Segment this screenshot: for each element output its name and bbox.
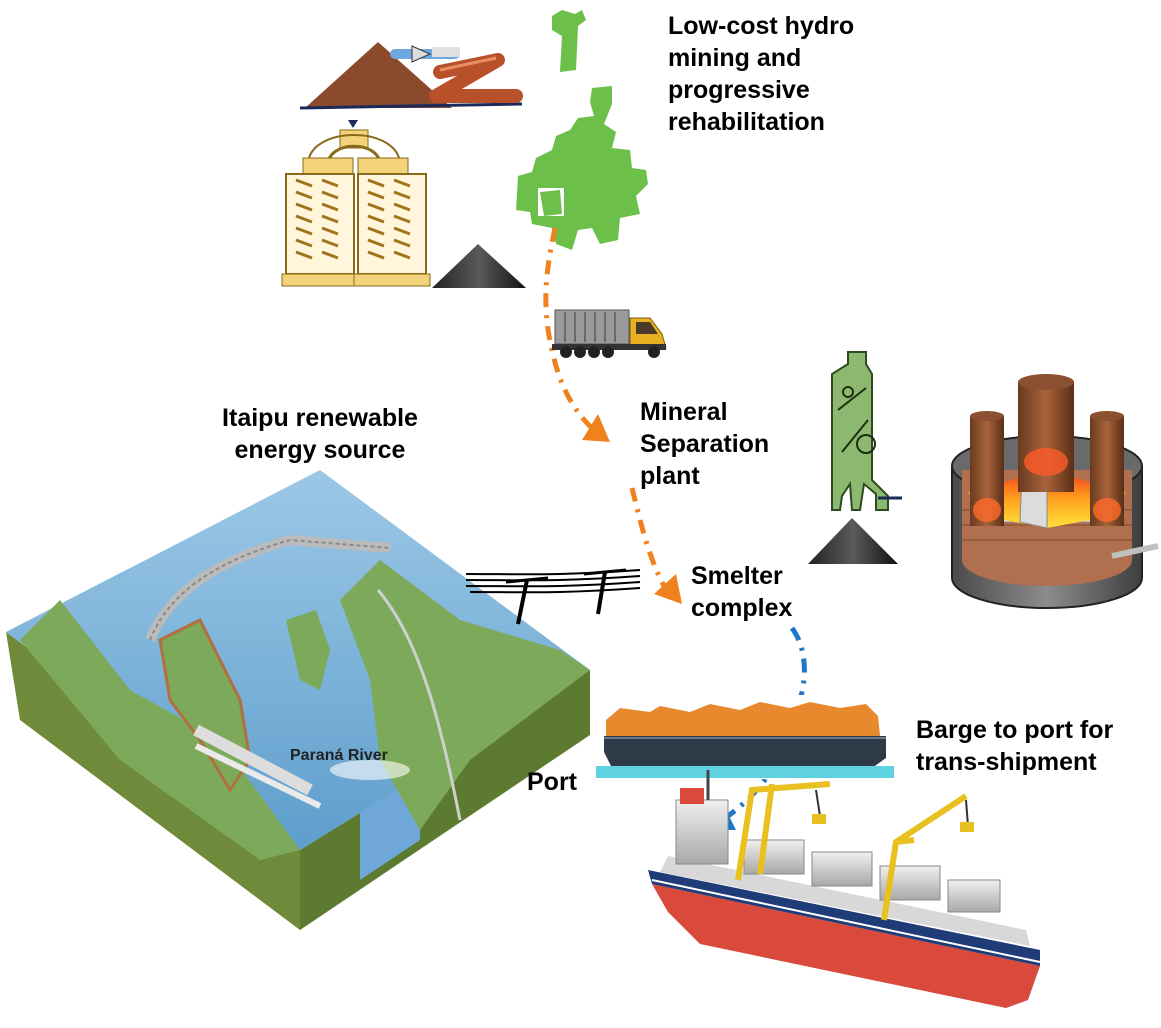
haul-truck-icon <box>552 309 667 358</box>
barge-label: Barge to port for trans-shipment <box>916 716 1114 776</box>
concentrate-pile-icon <box>432 244 526 288</box>
flow-arrow-to-separation <box>543 227 594 430</box>
separator-tower-icon <box>808 351 902 564</box>
flow-arrow-to-smelter <box>629 487 667 588</box>
bulk-carrier-ship-icon <box>648 770 1041 1008</box>
flow-arrowhead-smelter <box>654 574 682 604</box>
smelter-label: Smelter complex <box>691 562 793 622</box>
mine-footprint <box>516 10 648 250</box>
electric-furnace-icon <box>951 374 1159 609</box>
dredge-icon <box>390 45 523 103</box>
flow-arrowhead-separation <box>582 414 610 442</box>
power-line-icon <box>465 568 641 625</box>
flow-arrow-to-barge <box>789 626 807 701</box>
spiral-separator-icon <box>281 120 431 287</box>
port-label: Port <box>527 768 577 796</box>
dam-landscape-icon: Paraná River <box>6 470 590 930</box>
separation-label: Mineral Separation plant <box>640 398 770 490</box>
stockpile-icon <box>299 42 523 110</box>
river-label: Paraná River <box>290 747 388 764</box>
itaipu-label: Itaipu renewable energy source <box>222 404 418 464</box>
mining-label: Low-cost hydro mining and progressive re… <box>668 12 855 136</box>
ore-pile-icon <box>808 518 898 564</box>
barge-icon <box>596 695 894 779</box>
